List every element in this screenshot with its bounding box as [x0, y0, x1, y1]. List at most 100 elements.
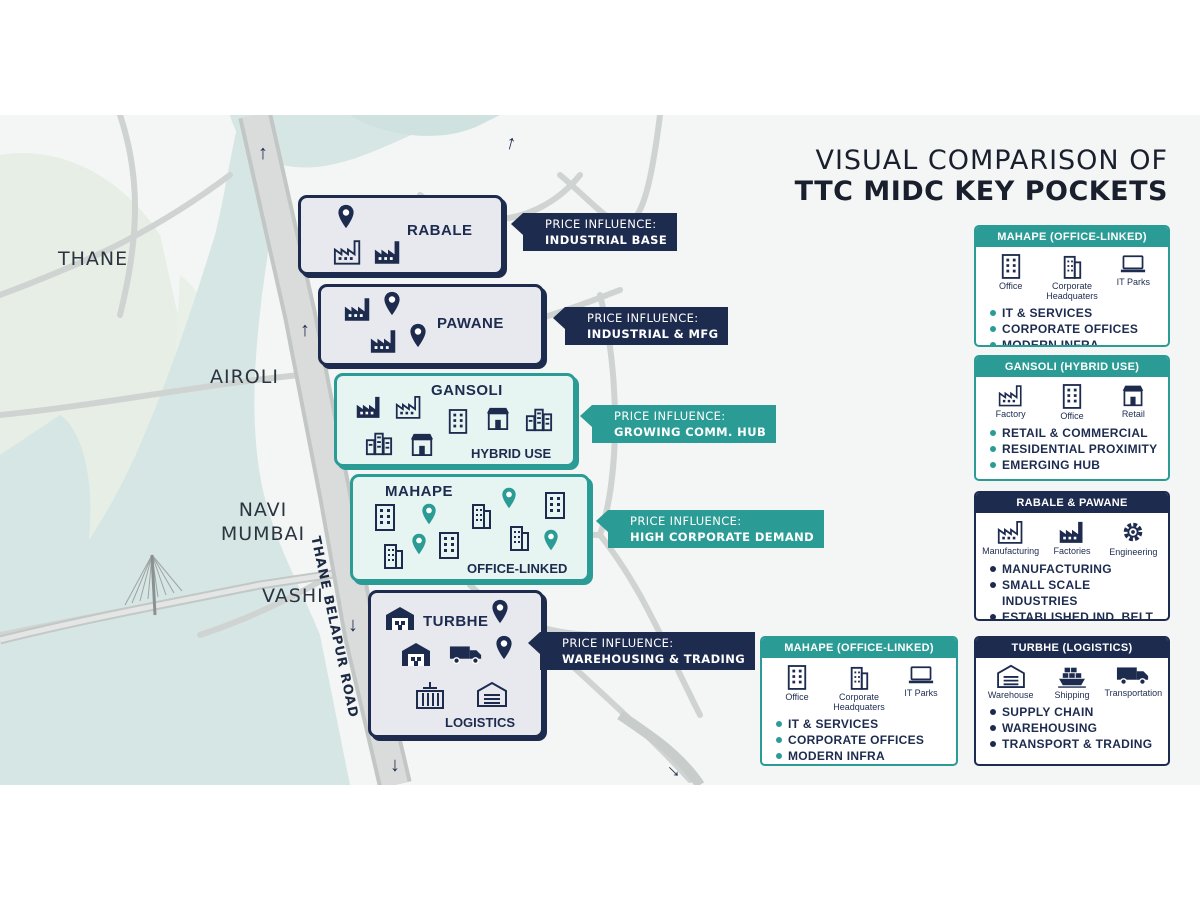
- price-influence-tag-mahape: PRICE INFLUENCE: HIGH CORPORATE DEMAND: [595, 510, 825, 548]
- factory-icon: [395, 394, 423, 419]
- price-tag-value: WAREHOUSING & TRADING: [562, 652, 746, 666]
- card-bullet: SUPPLY CHAIN: [990, 704, 1168, 720]
- place-label-airoli: AIROLI: [210, 366, 279, 388]
- card-mahape-office-linked-secondary: MAHAPE (OFFICE-LINKED) Office Corporate …: [760, 636, 958, 766]
- factory-icon: [343, 295, 373, 322]
- icon-label: Shipping: [1054, 690, 1090, 700]
- gear-icon: [1120, 519, 1146, 545]
- price-influence-tag-rabale: PRICE INFLUENCE: INDUSTRIAL BASE: [510, 213, 678, 251]
- location-pin-icon: [491, 599, 509, 624]
- office-building-icon: [373, 503, 397, 531]
- card-bullet: IT & SERVICES: [990, 305, 1168, 321]
- pocket-tag: LOGISTICS: [445, 715, 516, 730]
- cityscape-icon: [365, 430, 393, 456]
- price-tag-value: INDUSTRIAL & MFG: [587, 327, 719, 341]
- warehouse-icon: [385, 605, 415, 631]
- factory-icon: [355, 394, 383, 419]
- location-pin-icon: [543, 529, 559, 551]
- card-header: MAHAPE (OFFICE-LINKED): [762, 638, 956, 658]
- price-tag-value: HIGH CORPORATE DEMAND: [630, 530, 815, 544]
- office-building-icon: [437, 531, 461, 559]
- corporate-hq-icon: [1061, 253, 1083, 279]
- card-bullet: CORPORATE OFFICES: [990, 321, 1168, 337]
- factory-icon: [1058, 519, 1086, 544]
- price-tag-value: INDUSTRIAL BASE: [545, 233, 668, 247]
- icon-label: IT Parks: [1116, 277, 1150, 287]
- card-bullet: WAREHOUSING: [990, 720, 1168, 736]
- card-header: MAHAPE (OFFICE-LINKED): [976, 227, 1168, 247]
- warehouse-icon: [401, 641, 431, 667]
- card-header: TURBHE (LOGISTICS): [976, 638, 1168, 658]
- truck-icon: [1116, 664, 1150, 686]
- icon-label: Office: [1060, 411, 1084, 421]
- factory-icon: [998, 383, 1024, 407]
- pocket-title: RABALE: [407, 222, 473, 239]
- pocket-title: TURBHE: [423, 613, 489, 630]
- location-pin-icon: [409, 323, 427, 348]
- card-rabale-pawane-industrial: RABALE & PAWANE (INDUSTRIAL) Manufacturi…: [974, 491, 1170, 621]
- price-influence-tag-pawane: PRICE INFLUENCE: INDUSTRIAL & MFG: [552, 307, 729, 345]
- pocket-rabale[interactable]: RABALE: [298, 195, 504, 275]
- factory-icon: [373, 238, 403, 265]
- price-tag-label: PRICE INFLUENCE:: [562, 636, 674, 650]
- card-bullet: SMALL SCALE INDUSTRIES: [990, 577, 1168, 609]
- card-bullet: CORPORATE OFFICES: [776, 732, 956, 748]
- icon-label: Factories: [1053, 546, 1091, 556]
- price-tag-label: PRICE INFLUENCE:: [587, 311, 699, 325]
- icon-label: Manufacturing: [982, 546, 1040, 556]
- ship-icon: [1057, 664, 1087, 688]
- factory-icon: [333, 238, 363, 265]
- pocket-tag: HYBRID USE: [471, 446, 552, 461]
- icon-label: Transportation: [1104, 688, 1163, 698]
- shop-icon: [1121, 383, 1145, 407]
- shop-icon: [485, 406, 511, 430]
- corporate-hq-icon: [848, 664, 870, 690]
- location-pin-icon: [411, 533, 427, 555]
- card-mahape-office-linked: MAHAPE (OFFICE-LINKED) Office Corporate …: [974, 225, 1170, 347]
- card-header: RABALE & PAWANE (INDUSTRIAL): [976, 493, 1168, 529]
- office-building-icon: [447, 408, 469, 434]
- pocket-gansoli[interactable]: GANSOLI HYBRID USE: [334, 373, 576, 467]
- icon-label: Corporate Headquaters: [1046, 281, 1098, 301]
- icon-label: Warehouse: [987, 690, 1034, 700]
- pocket-mahape[interactable]: MAHAPE OFFICE-LINKED: [350, 474, 590, 582]
- page-title: VISUAL COMPARISON OF TTC MIDC KEY POCKET…: [795, 145, 1168, 207]
- office-tower-icon: [381, 541, 405, 569]
- place-label-navi-mumbai: NAVI MUMBAI: [220, 499, 306, 545]
- garage-warehouse-icon: [477, 681, 507, 707]
- factory-icon: [369, 327, 399, 354]
- icon-label: IT Parks: [904, 688, 938, 698]
- pocket-turbhe[interactable]: TURBHE LOGISTICS: [368, 590, 544, 738]
- shop-icon: [409, 432, 435, 456]
- office-tower-icon: [507, 523, 531, 551]
- price-tag-label: PRICE INFLUENCE:: [614, 409, 726, 423]
- price-tag-label: PRICE INFLUENCE:: [630, 514, 742, 528]
- card-turbhe-logistics: TURBHE (LOGISTICS) Warehouse Shipping Tr…: [974, 636, 1170, 766]
- office-building-icon: [543, 491, 567, 519]
- price-influence-tag-turbhe: PRICE INFLUENCE: WAREHOUSING & TRADING: [527, 632, 756, 670]
- warehouse-icon: [997, 664, 1025, 688]
- icon-label: Engineering: [1109, 547, 1158, 557]
- place-label-thane: THANE: [58, 248, 129, 270]
- location-pin-icon: [337, 204, 355, 229]
- laptop-icon: [1120, 253, 1146, 275]
- pocket-title: GANSOLI: [431, 382, 503, 399]
- pocket-tag: OFFICE-LINKED: [467, 561, 568, 576]
- card-bullet: RESIDENTIAL PROXIMITY: [990, 441, 1168, 457]
- page-title-line-1: VISUAL COMPARISON OF: [815, 145, 1168, 176]
- shipping-container-icon: [415, 681, 445, 709]
- office-building-icon: [786, 664, 808, 690]
- location-pin-icon: [501, 487, 517, 509]
- card-bullet: ESTABLISHED IND. BELT: [990, 609, 1168, 619]
- pocket-title: PAWANE: [437, 315, 504, 332]
- card-bullet: MANUFACTURING: [990, 561, 1168, 577]
- icon-label: Factory: [995, 409, 1026, 419]
- card-bullet: MODERN INFRA: [990, 337, 1168, 345]
- icon-label: Corporate Headquaters: [833, 692, 885, 712]
- direction-arrow-north-icon: ↑: [258, 142, 268, 164]
- icon-label: Office: [998, 281, 1023, 291]
- direction-arrow-south-icon: ↓: [348, 614, 358, 636]
- cityscape-icon: [525, 406, 553, 432]
- pocket-pawane[interactable]: PAWANE: [318, 284, 544, 366]
- card-bullet: TRANSPORT & TRADING: [990, 736, 1168, 752]
